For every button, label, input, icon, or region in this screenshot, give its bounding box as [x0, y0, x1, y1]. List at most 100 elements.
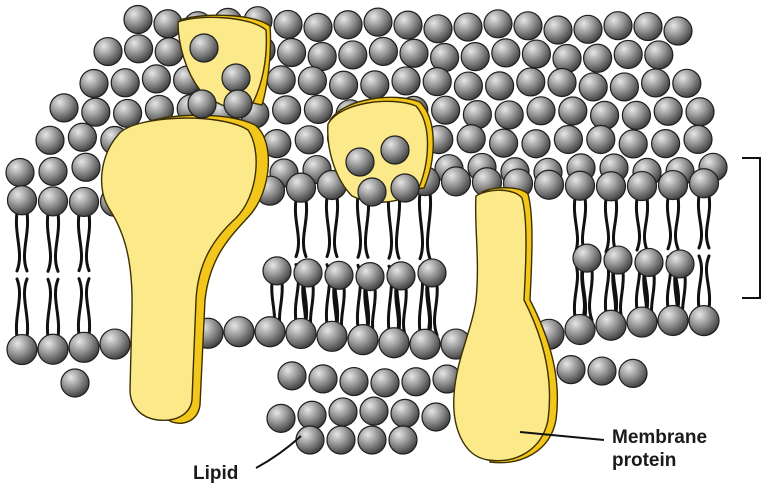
lipid-tail: [706, 195, 709, 308]
phospholipid-head: [686, 98, 714, 126]
phospholipid-head: [627, 307, 657, 337]
lipid-tail: [78, 214, 81, 335]
phospholipid-head: [604, 12, 632, 40]
phospholipid-head: [125, 35, 153, 63]
membrane-protein-label-line1: Membrane: [612, 426, 707, 449]
phospholipid-head: [94, 38, 122, 66]
phospholipid-head: [327, 426, 355, 454]
phospholipid-head: [557, 356, 585, 384]
phospholipid-head: [379, 328, 409, 358]
phospholipid-head: [309, 365, 337, 393]
phospholipid-head: [614, 40, 642, 68]
phospholipid-head: [38, 334, 68, 364]
phospholipid-head: [8, 186, 37, 215]
lipid-tail: [698, 195, 701, 308]
bilayer-bracket: [742, 158, 760, 298]
phospholipid-head: [554, 125, 582, 153]
phospholipid-head: [490, 129, 518, 157]
phospholipid-head: [304, 95, 332, 123]
phospholipid-head: [39, 187, 68, 216]
membrane-protein-left: [102, 115, 269, 423]
phospholipid-head: [666, 250, 694, 278]
phospholipid-head: [348, 325, 378, 355]
phospholipid-head: [684, 125, 712, 153]
phospholipid-head: [286, 318, 316, 348]
phospholipid-head: [387, 262, 415, 290]
phospholipid-head: [298, 401, 326, 429]
phospholipid-head: [287, 173, 316, 202]
phospholipid-head: [410, 329, 440, 359]
phospholipid-head: [364, 8, 392, 36]
phospholipid-head: [339, 41, 367, 69]
phospholipid-head: [68, 123, 96, 151]
phospholipid-head: [566, 171, 595, 200]
phospholipid-head: [432, 96, 460, 124]
phospholipid-head: [371, 369, 399, 397]
phospholipid-head: [514, 12, 542, 40]
phospholipid-head: [664, 17, 692, 45]
phospholipid-head: [80, 69, 108, 97]
phospholipid-head: [400, 39, 428, 67]
phospholipid-head: [267, 66, 295, 94]
phospholipid-head: [454, 72, 482, 100]
lipid-tail: [582, 270, 585, 320]
phospholipid-head: [358, 426, 386, 454]
phospholipid-head: [591, 101, 619, 129]
lipid-tail: [326, 197, 329, 324]
membrane-protein-label: Membrane protein: [612, 426, 707, 472]
phospholipid-head: [36, 126, 64, 154]
phospholipid-head: [111, 69, 139, 97]
phospholipid-head: [295, 126, 323, 154]
phospholipid-head: [689, 306, 719, 336]
phospholipid-head: [492, 39, 520, 67]
phospholipid-head: [628, 172, 657, 201]
phospholipid-head: [522, 130, 550, 158]
phospholipid-head: [224, 90, 252, 118]
phospholipid-head: [369, 37, 397, 65]
phospholipid-head: [495, 101, 523, 129]
phospholipid-head: [622, 101, 650, 129]
phospholipid-head: [424, 15, 452, 43]
lipid-tail: [295, 200, 298, 322]
phospholipid-head: [588, 357, 616, 385]
lipid-tail: [86, 214, 89, 335]
phospholipid-head: [124, 5, 152, 33]
phospholipid-head: [619, 359, 647, 387]
lipid-label: Lipid: [193, 462, 238, 485]
phospholipid-head: [535, 170, 564, 199]
lipid-tail: [55, 213, 58, 337]
phospholipid-head: [574, 15, 602, 43]
phospholipid-head: [224, 317, 254, 347]
phospholipid-head: [654, 97, 682, 125]
phospholipid-head: [274, 10, 302, 38]
phospholipid-head: [579, 73, 607, 101]
phospholipid-head: [360, 397, 388, 425]
phospholipid-head: [340, 368, 368, 396]
phospholipid-head: [423, 68, 451, 96]
phospholipid-head: [454, 13, 482, 41]
phospholipid-head: [658, 305, 688, 335]
phospholipid-head: [356, 263, 384, 291]
phospholipid-head: [418, 259, 446, 287]
phospholipid-head: [278, 39, 306, 67]
phospholipid-head: [610, 73, 638, 101]
phospholipid-head: [565, 315, 595, 345]
phospholipid-head: [402, 368, 430, 396]
phospholipid-head: [72, 153, 100, 181]
lipid-tail: [24, 212, 27, 337]
phospholipid-head: [553, 44, 581, 72]
phospholipid-head: [298, 67, 326, 95]
phospholipid-head: [484, 10, 512, 38]
phospholipid-head: [391, 174, 419, 202]
phospholipid-head: [559, 97, 587, 125]
phospholipid-head: [635, 248, 663, 276]
phospholipid-head: [522, 40, 550, 68]
phospholipid-head: [329, 398, 357, 426]
phospholipid-head: [596, 310, 626, 340]
phospholipid-head: [188, 90, 216, 118]
phospholipid-head: [517, 68, 545, 96]
phospholipid-head: [222, 64, 250, 92]
phospholipid-head: [358, 178, 386, 206]
lipid-tail: [16, 212, 19, 337]
